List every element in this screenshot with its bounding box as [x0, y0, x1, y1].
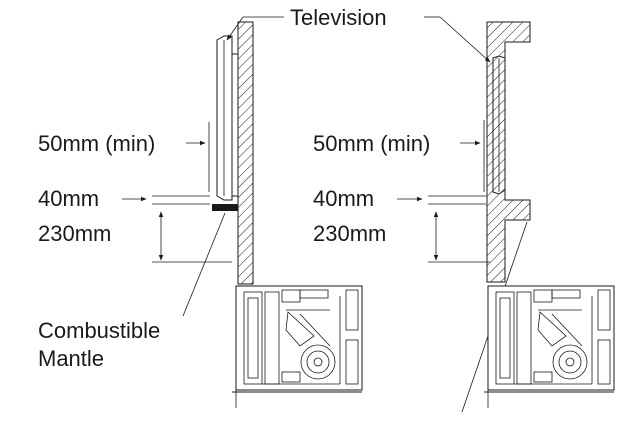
mantle-label-line2: Mantle [38, 346, 104, 371]
television-callout: Television [226, 5, 491, 63]
right-fireplace-appliance [484, 285, 615, 408]
left-gap-label: 40mm [38, 186, 99, 211]
television-label: Television [290, 5, 387, 30]
right-height-label: 230mm [313, 221, 386, 246]
right-installation: 50mm (min) 40mm 230mm [313, 21, 615, 413]
right-clearance-label: 50mm (min) [313, 131, 430, 156]
left-television [216, 35, 239, 201]
left-height-label: 230mm [38, 221, 111, 246]
right-television [492, 55, 506, 195]
left-installation: 50mm (min) 40mm 230mm Combustible Mantle [38, 21, 363, 408]
left-mantle-leader [182, 212, 226, 317]
left-fireplace-appliance [232, 285, 363, 408]
right-wall [486, 21, 531, 283]
left-wall [237, 21, 254, 285]
left-combustible-mantle [212, 204, 238, 211]
mantle-label-line1: Combustible [38, 318, 160, 343]
right-gap-label: 40mm [313, 186, 374, 211]
left-clearance-label: 50mm (min) [38, 131, 155, 156]
